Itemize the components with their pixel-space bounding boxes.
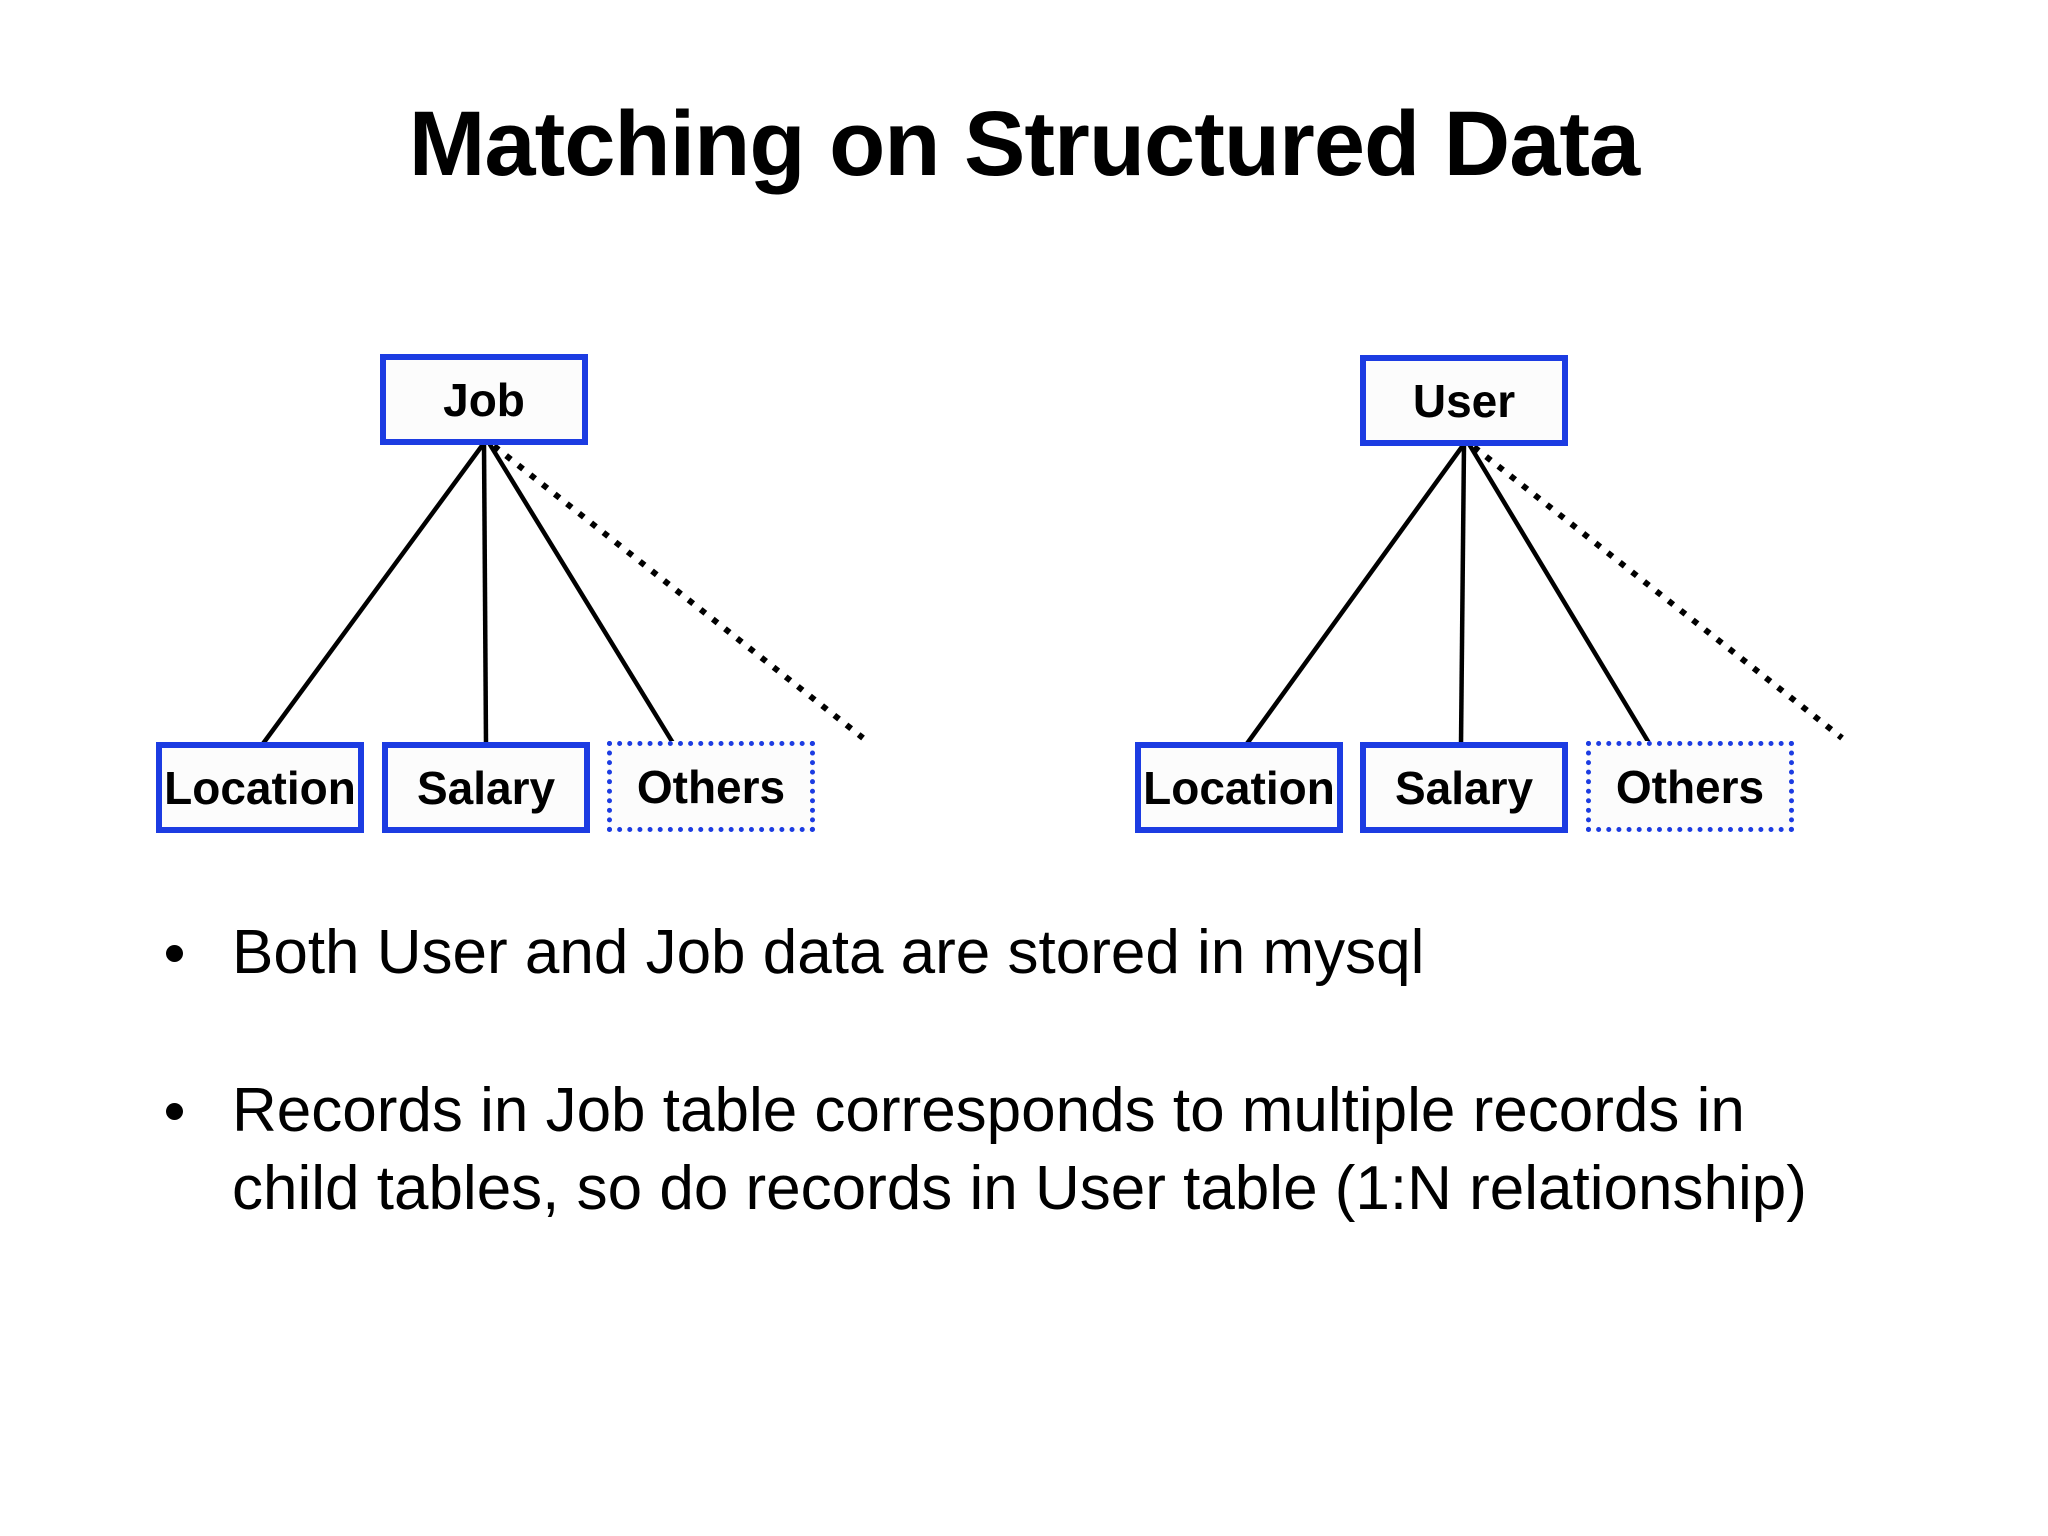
edge-job-location	[260, 441, 486, 747]
edge-user-salary	[1458, 443, 1467, 746]
node-user-others: Others	[1586, 741, 1794, 832]
bullet-item: Records in Job table corresponds to mult…	[166, 1072, 1886, 1228]
edge-user-others	[1467, 442, 1651, 745]
node-job-others: Others	[607, 741, 815, 832]
bullet-text: Both User and Job data are stored in mys…	[232, 918, 1425, 987]
edge-user-more-dotted	[1472, 444, 1844, 741]
node-user-others-label: Others	[1615, 760, 1765, 813]
node-job-salary: Salary	[382, 742, 590, 833]
node-job-salary-label: Salary	[416, 761, 556, 814]
bullet-dot	[166, 1103, 183, 1120]
node-user-root: User	[1360, 355, 1568, 446]
node-job-others-label: Others	[636, 760, 786, 813]
bullet-dot	[166, 945, 183, 962]
job-tree-edges	[260, 441, 865, 747]
bullet-item: Both User and Job data are stored in mys…	[166, 914, 1886, 992]
tree-edges-svg	[260, 441, 1844, 747]
node-job-location-label: Location	[164, 761, 356, 814]
node-job-root-label: Job	[443, 373, 525, 426]
node-user-location-label: Location	[1143, 761, 1335, 814]
slide-title: Matching on Structured Data	[408, 93, 1640, 195]
bullet-text: Records in Job table corresponds to mult…	[232, 1076, 1807, 1223]
edge-job-more-dotted	[492, 443, 865, 741]
user-tree-edges	[1244, 442, 1844, 747]
node-job-root: Job	[380, 354, 588, 445]
node-user-salary-label: Salary	[1394, 761, 1534, 814]
edge-user-location	[1244, 442, 1466, 747]
node-user-salary: Salary	[1360, 742, 1568, 833]
edge-job-others	[487, 441, 675, 745]
bullet-list: Both User and Job data are stored in mys…	[166, 914, 1886, 1308]
edge-job-salary	[481, 442, 489, 746]
node-job-location: Location	[156, 742, 364, 833]
node-user-root-label: User	[1412, 374, 1516, 427]
node-user-location: Location	[1135, 742, 1343, 833]
